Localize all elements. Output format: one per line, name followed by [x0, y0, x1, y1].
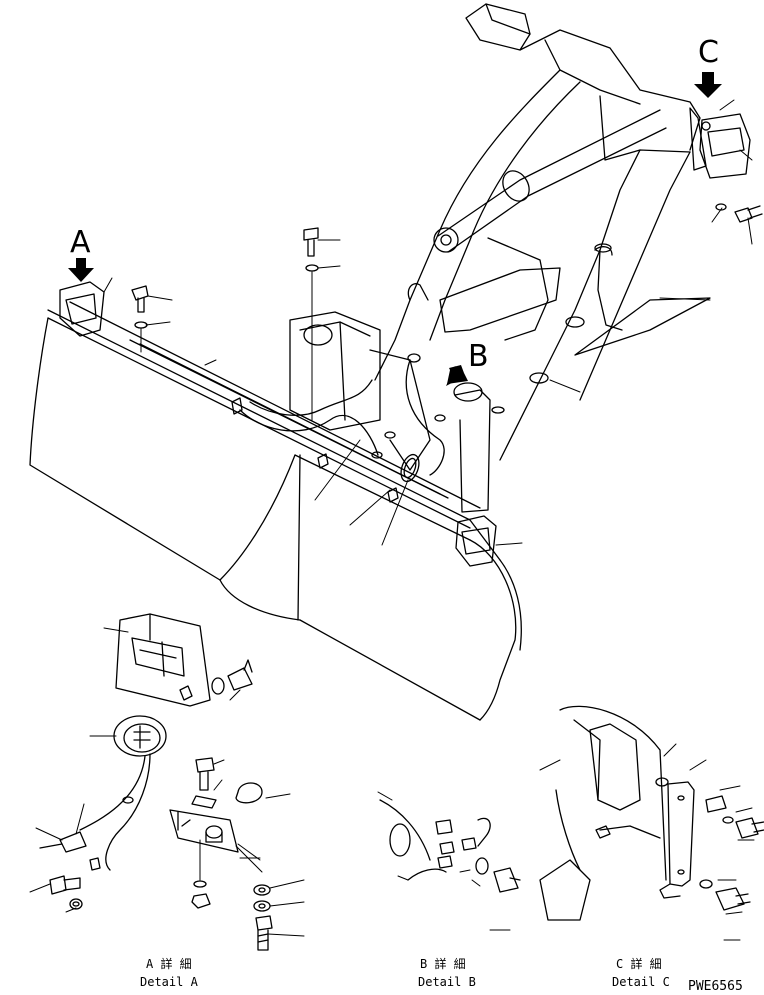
detail-c [539, 705, 764, 941]
drawing-code: PWE6565 [688, 979, 743, 994]
caption-b-jp: B 詳 細 [420, 956, 466, 971]
dozer-blade [29, 281, 522, 721]
callout-label-b: B [468, 339, 489, 374]
detail-b [377, 791, 521, 931]
callout-arrows [68, 72, 722, 386]
pivot-mount [131, 227, 505, 513]
callout-label-a: A [70, 225, 91, 260]
caption-a-en: Detail A [140, 975, 199, 989]
lift-frame [374, 3, 763, 461]
caption-c-en: Detail C [612, 975, 670, 989]
caption-b-en: Detail B [418, 975, 476, 989]
detail-a [29, 613, 305, 951]
caption-a-jp: A 詳 細 [146, 956, 192, 971]
leader-lines [103, 99, 753, 546]
caption-c-jp: C 詳 細 [616, 956, 662, 971]
callout-label-c: C [698, 35, 719, 70]
